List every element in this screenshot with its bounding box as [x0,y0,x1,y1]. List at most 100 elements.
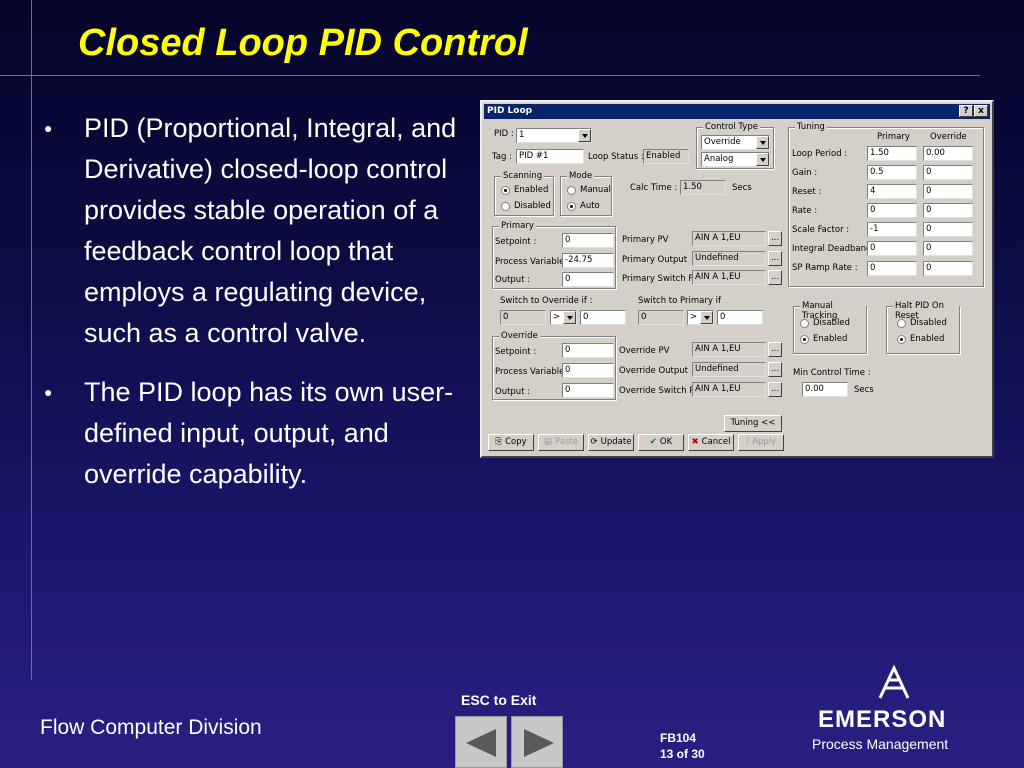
cancel-button[interactable]: ✖Cancel [688,434,734,451]
ok-button[interactable]: ✔OK [638,434,684,451]
tuning-override-input[interactable]: 0 [923,222,973,237]
control-type-select[interactable]: Override [701,135,770,150]
copy-icon: ⎘ [495,437,503,447]
tuning-primary-input[interactable]: 4 [867,184,917,199]
tuning-override-input[interactable]: 0 [923,184,973,199]
primary-switch-source-label: Primary Switch PV [622,274,700,284]
update-button[interactable]: ⟳Update [588,434,634,451]
control-type-mode-value: Analog [704,154,734,164]
scanning-group: Scanning Enabled Disabled [494,171,554,216]
calc-time-label: Calc Time : [630,183,678,193]
paste-button[interactable]: ▤Paste [538,434,584,451]
tuning-override-input[interactable]: 0 [923,203,973,218]
tuning-override-input[interactable]: 0 [923,241,973,256]
switch-primary-value-b[interactable]: 0 [717,310,763,325]
mode-manual-radio[interactable] [567,186,576,195]
override-output-input[interactable]: 0 [562,383,614,398]
course-code: FB104 [660,731,697,745]
primary-output-browse-button[interactable]: ... [768,251,782,266]
tuning-primary-input[interactable]: 0 [867,241,917,256]
halt-pid-disabled-radio[interactable] [897,319,906,328]
override-pv-browse-button[interactable]: ... [768,342,782,357]
primary-output-input[interactable]: 0 [562,272,614,287]
bullet-dot-icon: ● [44,384,53,400]
override-switch-source: AIN A 1,EU [692,382,766,397]
manual-tracking-disabled-radio[interactable] [800,319,809,328]
next-slide-button[interactable] [511,716,563,768]
tuning-row-label: Integral Deadband : [792,244,877,254]
switch-primary-operator[interactable]: > [687,310,714,325]
tuning-primary-input[interactable]: 0.5 [867,165,917,180]
override-setpoint-input[interactable]: 0 [562,343,614,358]
dialog-title: PID Loop [487,106,533,116]
primary-output-source-label: Primary Output [622,255,688,265]
manual-tracking-enabled-radio[interactable] [800,335,809,344]
primary-setpoint-input[interactable]: 0 [562,233,614,248]
override-output-browse-button[interactable]: ... [768,362,782,377]
bullet-list: ● PID (Proportional, Integral, and Deriv… [42,108,467,513]
chevron-down-icon[interactable] [563,311,576,324]
tuning-primary-input[interactable]: 0 [867,261,917,276]
override-setpoint-label: Setpoint : [495,347,537,357]
pid-loop-dialog: PID Loop ? x PID : 1 Tag : PID #1 Loop S… [480,100,994,458]
manual-tracking-group: Manual Tracking Disabled Enabled [793,301,867,354]
calc-time-value: 1.50 [680,180,726,195]
switch-primary-operator-value: > [690,312,698,322]
mode-manual-label: Manual [580,185,611,195]
chevron-down-icon[interactable] [578,129,591,142]
emerson-logo: EMERSON Process Management [812,660,982,760]
tuning-override-input[interactable]: 0 [923,261,973,276]
apply-button[interactable]: !Apply [738,434,784,451]
chevron-down-icon[interactable] [700,311,713,324]
switch-override-value-b[interactable]: 0 [580,310,626,325]
tuning-toggle-button[interactable]: Tuning << [724,415,782,432]
loop-status-value: Enabled [643,149,689,164]
switch-override-operator[interactable]: > [550,310,577,325]
tuning-row-label: Scale Factor : [792,225,850,235]
calc-time-unit: Secs [732,183,752,193]
primary-legend: Primary [499,221,536,231]
scanning-enabled-radio[interactable] [501,186,510,195]
tuning-primary-input[interactable]: 1.50 [867,146,917,161]
help-button[interactable]: ? [959,105,973,117]
manual-tracking-disabled-label: Disabled [813,318,850,328]
pid-select[interactable]: 1 [516,128,592,143]
halt-pid-enabled-label: Enabled [910,334,945,344]
chevron-down-icon[interactable] [756,136,769,149]
bullet-dot-icon: ● [44,120,53,136]
tuning-primary-input[interactable]: 0 [867,203,917,218]
arrow-left-icon [466,729,496,757]
switch-override-operator-value: > [553,312,561,322]
close-button[interactable]: x [974,105,988,117]
tag-label: Tag : [492,152,512,162]
control-type-legend: Control Type [703,122,760,132]
min-control-time-input[interactable]: 0.00 [802,382,848,397]
tag-input[interactable]: PID #1 [516,149,584,164]
override-switch-browse-button[interactable]: ... [768,382,782,397]
tuning-override-input[interactable]: 0 [923,165,973,180]
halt-pid-enabled-radio[interactable] [897,335,906,344]
primary-switch-browse-button[interactable]: ... [768,270,782,285]
chevron-down-icon[interactable] [756,153,769,166]
prev-slide-button[interactable] [455,716,507,768]
override-pv-input[interactable]: 0 [562,363,614,378]
control-type-mode-select[interactable]: Analog [701,152,770,167]
halt-pid-disabled-label: Disabled [910,318,947,328]
override-pv-source-label: Override PV [619,346,670,356]
tuning-row-label: SP Ramp Rate : [792,263,858,273]
override-legend: Override [499,331,540,341]
primary-pv-input[interactable]: -24.75 [562,253,614,268]
override-output-label: Output : [495,387,531,397]
scanning-disabled-radio[interactable] [501,202,510,211]
tuning-row-label: Gain : [792,168,818,178]
check-icon: ✔ [649,437,657,447]
scanning-enabled-label: Enabled [514,185,549,195]
tuning-override-input[interactable]: 0.00 [923,146,973,161]
tuning-primary-input[interactable]: -1 [867,222,917,237]
override-pv-source: AIN A 1,EU [692,342,766,357]
copy-button[interactable]: ⎘Copy [488,434,534,451]
primary-pv-browse-button[interactable]: ... [768,231,782,246]
paste-label: Paste [555,437,578,447]
override-pv-label: Process Variable : [495,367,570,377]
mode-auto-radio[interactable] [567,202,576,211]
